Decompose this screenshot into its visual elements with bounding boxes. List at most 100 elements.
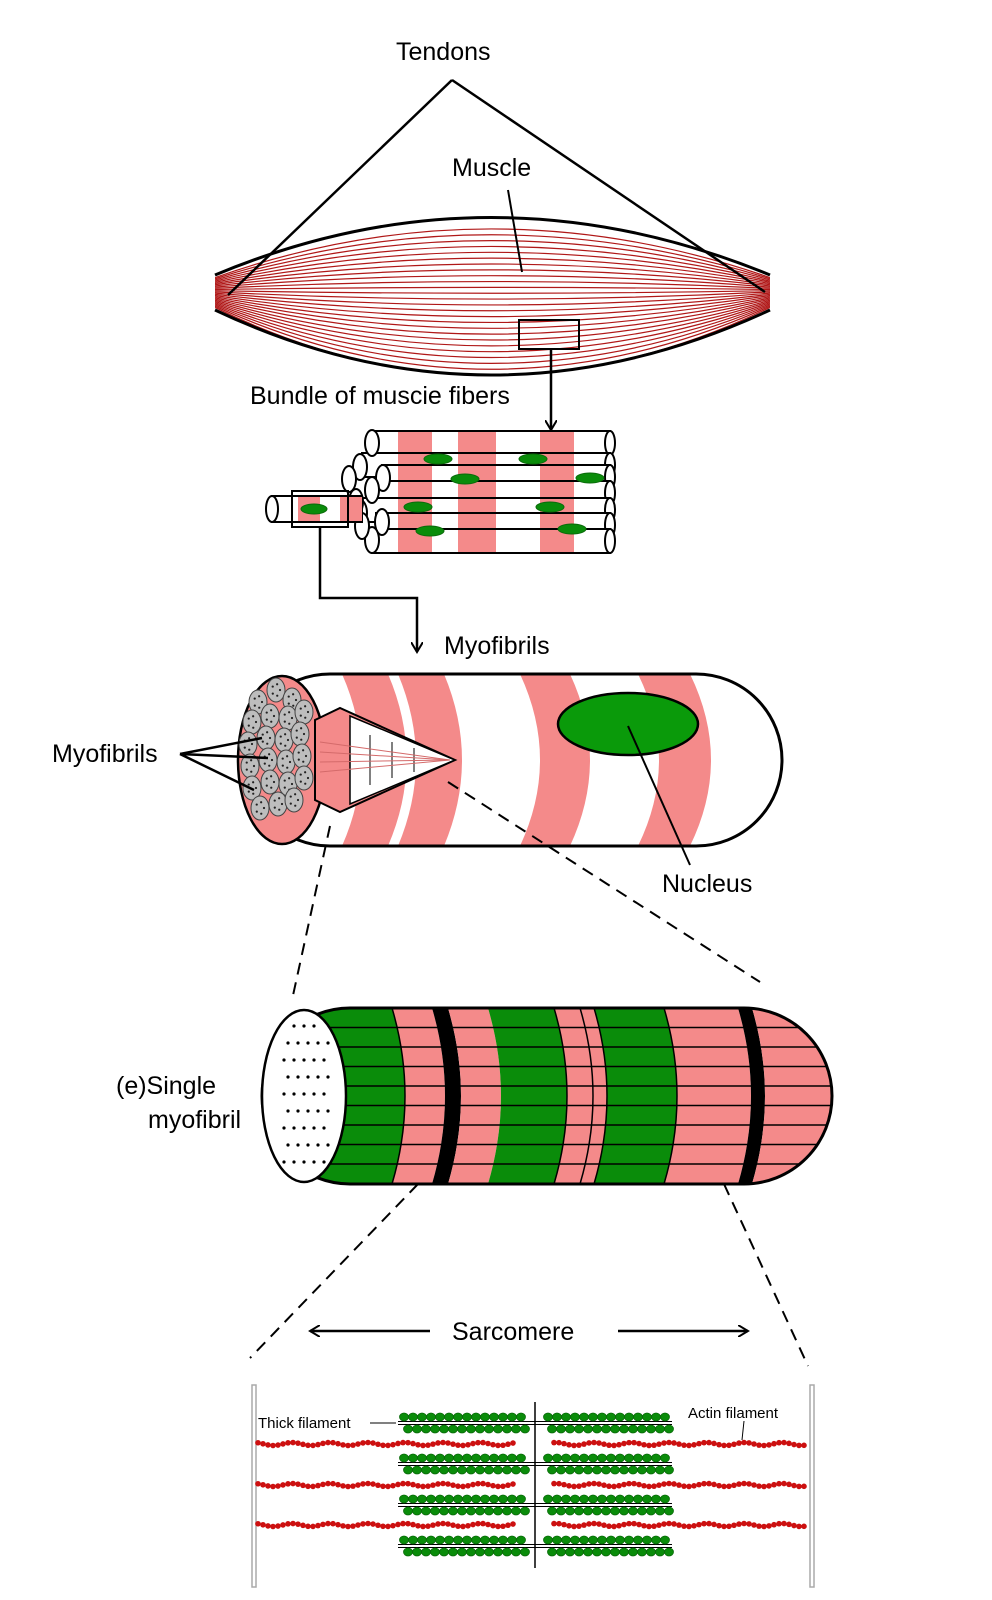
- thick-filament: [398, 1453, 674, 1475]
- single-myofibril: [260, 1006, 834, 1186]
- myofibril-band: [594, 1008, 677, 1184]
- myofibril-end-face: [260, 1008, 348, 1184]
- muscle-fiber-line: [215, 251, 770, 283]
- myofibril-cross-section: [260, 703, 280, 729]
- myofibril-cross-section: [250, 795, 270, 821]
- zoom-lines-sarcomere: [249, 1183, 809, 1367]
- muscle-fiber-line: [215, 286, 770, 291]
- muscle-fiber-line: [215, 302, 770, 353]
- muscle-fiber-lines: [215, 228, 770, 375]
- muscle-fiber: [236, 672, 784, 848]
- muscle-top-outline: [214, 216, 771, 277]
- actin-filament: [551, 1520, 807, 1530]
- bundle-nucleus: [415, 525, 445, 537]
- myofibril-cross-section: [274, 727, 294, 753]
- thick-filaments: [398, 1412, 674, 1557]
- bundle-fiber-end: [364, 476, 380, 504]
- zoom-lines-fibril: [291, 781, 761, 1001]
- myofibril-band: [392, 1008, 445, 1184]
- muscle-fiber-line: [215, 228, 770, 279]
- muscle-fiber-line: [215, 304, 770, 364]
- myofibril-band: [448, 1008, 501, 1184]
- single-fiber: [265, 490, 363, 528]
- actin-filament: [551, 1480, 807, 1490]
- myofibril-cross-section: [292, 743, 312, 769]
- thick-filament: [398, 1412, 674, 1434]
- myofibril-cross-section: [268, 791, 288, 817]
- actin-filament: [255, 1520, 516, 1530]
- muscle-fiber-line: [215, 299, 770, 341]
- bundle-label: Bundle of muscie fibers: [250, 382, 510, 410]
- myofibril-cross-section: [266, 677, 286, 703]
- sarcomere-label: Sarcomere: [452, 1318, 574, 1346]
- myofibril-cross-sections: [238, 677, 314, 821]
- myofibril-cross-section: [290, 721, 310, 747]
- bundle-fiber: [371, 430, 616, 456]
- myofibril-cross-section: [294, 699, 314, 725]
- bundle-fiber-end: [374, 508, 390, 536]
- actin-filament: [255, 1480, 516, 1490]
- wedge-striations: [369, 735, 415, 785]
- muscle-fiber-line: [215, 257, 770, 285]
- tendons-label: Tendons: [396, 38, 491, 66]
- actin-filament-pointer: [741, 1420, 745, 1441]
- bundle-nucleus: [575, 472, 605, 484]
- myofibrils-pointer: [179, 736, 269, 792]
- single-myofibril-label-line2: myofibril: [148, 1106, 241, 1134]
- myofibril-cross-section: [284, 787, 304, 813]
- thick-filament: [398, 1494, 674, 1516]
- muscle-fiber-line: [215, 234, 770, 280]
- myofibril-cross-section: [238, 731, 258, 757]
- myofibril-band: [752, 1008, 832, 1184]
- muscle-fiber-line: [215, 298, 770, 335]
- myofibril-band: [432, 1008, 461, 1184]
- myofibril-cross-section: [242, 709, 262, 735]
- muscle-fiber-line: [215, 240, 770, 281]
- muscle-fiber-line: [215, 275, 770, 288]
- muscle-fiber-line: [215, 263, 770, 286]
- bundle-fiber: [371, 528, 616, 554]
- muscle-fiber-line: [215, 269, 770, 287]
- muscle-fiber-line: [215, 296, 770, 324]
- nucleus-pointer: [627, 725, 691, 866]
- muscle-fiber-line: [215, 293, 770, 312]
- actin-filament: [255, 1439, 516, 1449]
- muscle-fiber-line: [215, 245, 770, 282]
- nucleus-label: Nucleus: [662, 870, 752, 898]
- bundle-nucleus: [423, 453, 453, 465]
- muscle-bottom-outline: [214, 308, 771, 377]
- bundle-nucleus: [518, 453, 548, 465]
- muscle-fiber-line: [215, 300, 770, 347]
- muscle-fiber-line: [215, 280, 770, 289]
- myofibril-end-dots: [282, 1024, 330, 1164]
- actin-filament: [551, 1439, 807, 1449]
- nucleus: [556, 691, 700, 757]
- muscle-illustration: [214, 216, 771, 377]
- arrow-to-fiber: [318, 527, 417, 652]
- muscle-fiber-line: [215, 292, 770, 306]
- thick-filament: [398, 1535, 674, 1557]
- wedge-fibrils: [319, 741, 451, 773]
- sarcomere-detail: [251, 1384, 815, 1588]
- bundle-nucleus: [403, 501, 433, 513]
- fiber-bundle: [341, 429, 616, 554]
- muscle-label: Muscle: [452, 154, 531, 182]
- myofibril-band: [664, 1008, 751, 1184]
- muscle-fiber-line: [215, 297, 770, 329]
- single-myofibril-label-line1: (e)Single: [116, 1072, 216, 1100]
- bundle-fiber-end: [364, 429, 380, 457]
- myofibril-cross-section: [294, 765, 314, 791]
- bundle-nucleus: [535, 501, 565, 513]
- muscle-zoom-box: [518, 319, 580, 350]
- muscle-fiber-line: [215, 305, 770, 370]
- muscle-fiber-line: [215, 290, 770, 294]
- muscle-pointer: [507, 189, 523, 273]
- myofibrils-top-label: Myofibrils: [444, 632, 550, 660]
- myofibril-bands: [300, 1008, 832, 1184]
- muscle-fiber-line: [215, 291, 770, 300]
- z-disc-right: [809, 1384, 815, 1588]
- bundle-fiber-end: [341, 465, 357, 493]
- myofibril-band: [738, 1008, 765, 1184]
- myofibril-band: [554, 1008, 607, 1184]
